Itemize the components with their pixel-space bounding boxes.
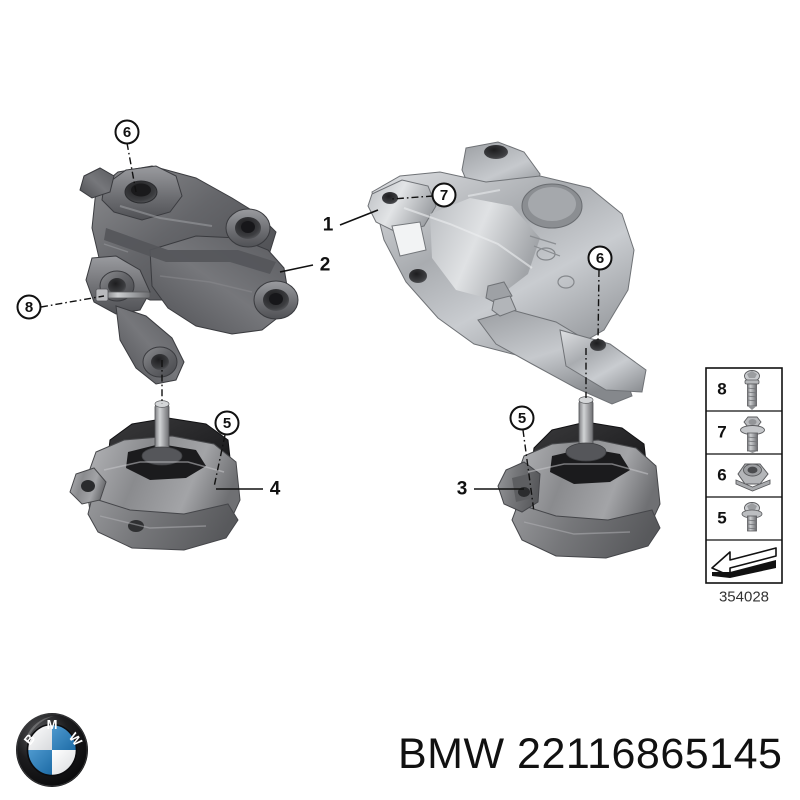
callout-1-leader <box>339 209 379 226</box>
callout-5-right-leader <box>522 429 535 513</box>
callout-6-left-group[interactable]: 6 <box>114 119 140 193</box>
svg-text:M: M <box>47 717 58 732</box>
part-4-engine-mount-left <box>69 400 241 551</box>
legend-cell-5[interactable]: 5 <box>717 502 763 532</box>
legend-number-5: 5 <box>717 509 726 528</box>
callout-2-group[interactable]: 2 <box>279 255 331 276</box>
callout-5-left-leader <box>213 434 226 488</box>
flange-nut-icon <box>735 463 771 492</box>
legend-number-7: 7 <box>717 423 726 442</box>
callout-3-label: 3 <box>457 479 468 500</box>
bmw-roundel-logo: B M W <box>16 713 88 787</box>
bushing-eye-lower <box>253 280 299 320</box>
mount-stud <box>565 396 607 462</box>
part-3-engine-mount-right <box>497 396 661 559</box>
flange-bolt-with-washer-icon <box>740 416 765 453</box>
short-flange-bolt-icon <box>741 502 763 532</box>
callout-5-left-group[interactable]: 5 <box>213 410 240 488</box>
callout-7-leader <box>391 195 434 200</box>
part-2-engine-supporting-bracket-left <box>79 165 299 385</box>
part-1-engine-supporting-bracket-right <box>367 141 647 405</box>
legend-cell-8[interactable]: 8 <box>717 370 760 411</box>
callout-1-group[interactable]: 1 <box>323 209 379 236</box>
callout-8-marker[interactable] <box>16 294 42 320</box>
long-flange-bolt-icon <box>744 370 760 410</box>
callout-8-label: 8 <box>25 299 33 316</box>
callout-6-right-group[interactable]: 6 <box>587 245 613 342</box>
legend-cell-6[interactable]: 6 <box>717 463 771 492</box>
direction-arrow-icon <box>711 547 777 578</box>
callout-6-left-label: 6 <box>123 124 131 141</box>
callout-5-left-label: 5 <box>223 415 231 432</box>
diagram-code-label: 354028 <box>719 589 769 606</box>
callout-6-left-marker[interactable] <box>114 119 140 145</box>
legend-number-6: 6 <box>717 466 726 485</box>
callout-5-right-marker[interactable] <box>509 405 535 431</box>
bushing-eye-upper <box>225 208 271 248</box>
callout-3-group[interactable]: 3 <box>457 479 524 500</box>
callout-7-marker[interactable] <box>431 182 457 208</box>
callout-2-label: 2 <box>320 255 331 276</box>
callout-8-leader <box>40 295 105 308</box>
bolt-8-installed <box>95 288 151 302</box>
callout-8-group[interactable]: 8 <box>16 294 105 320</box>
callout-4-label: 4 <box>270 479 281 500</box>
callout-5-left-marker[interactable] <box>214 410 240 436</box>
callout-7-group[interactable]: 7 <box>391 182 457 208</box>
callout-2-leader <box>279 264 314 273</box>
brand-part-number: BMW 22116865145 <box>398 730 783 778</box>
callout-5-right-group[interactable]: 5 <box>509 405 535 513</box>
legend-number-8: 8 <box>717 380 726 399</box>
callout-7-label: 7 <box>440 187 448 204</box>
callout-6-left-leader <box>126 142 137 193</box>
callout-4-group[interactable]: 4 <box>216 479 281 500</box>
legend-cell-arrow <box>711 547 777 578</box>
callout-1-label: 1 <box>323 215 334 236</box>
callout-6-right-marker[interactable] <box>587 245 613 271</box>
legend-cell-7[interactable]: 7 <box>717 416 765 453</box>
callout-6-right-leader <box>597 269 600 342</box>
callout-5-right-label: 5 <box>518 410 526 427</box>
callout-6-right-label: 6 <box>596 250 604 267</box>
